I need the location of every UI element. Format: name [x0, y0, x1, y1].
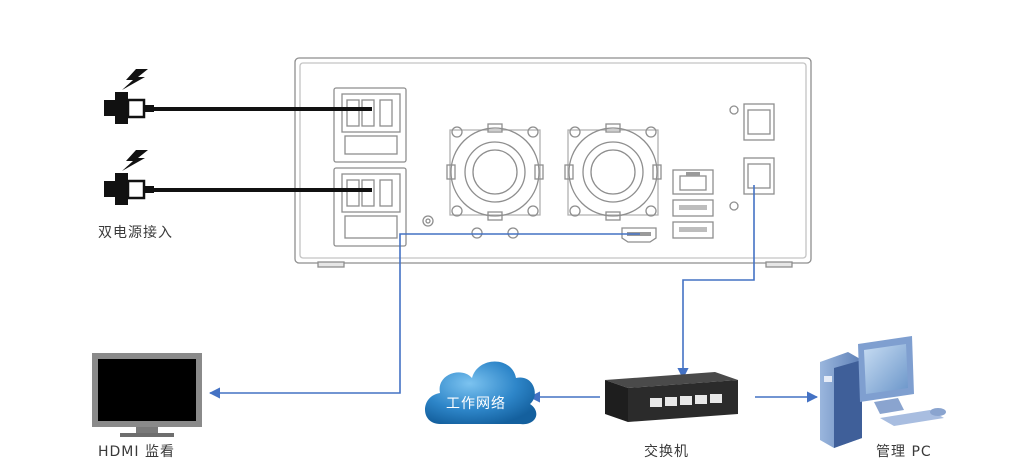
- lightning-icon: [122, 69, 148, 90]
- usb-port: [672, 199, 714, 239]
- network-label: 工作网络: [446, 396, 506, 412]
- cloud-icon: [425, 361, 537, 425]
- hdmi-monitor-label: HDMI 监看: [98, 444, 175, 460]
- plug-icon: [104, 92, 154, 124]
- dual-power-label: 双电源接入: [98, 225, 173, 241]
- fan-icon: [446, 123, 544, 221]
- sfp-port-1: [729, 103, 775, 141]
- sfp-port-2: [729, 157, 775, 211]
- plug-icon: [104, 173, 154, 205]
- rj45-port: [672, 169, 714, 195]
- sfp-to-switch-cable: [677, 185, 755, 380]
- lightning-icon: [122, 150, 148, 171]
- switch-icon: [605, 372, 738, 422]
- admin-pc-label: 管理 PC: [876, 444, 932, 460]
- computer-icon: [820, 336, 946, 448]
- hdmi-port: [621, 227, 657, 243]
- power-socket-2: [333, 167, 407, 247]
- switch-label: 交换机: [644, 444, 689, 460]
- power-socket-1: [333, 87, 407, 163]
- device-rear-panel: [294, 57, 812, 268]
- hdmi-cable: [208, 233, 640, 399]
- monitor-icon: [92, 353, 202, 437]
- fan-icon: [564, 123, 662, 221]
